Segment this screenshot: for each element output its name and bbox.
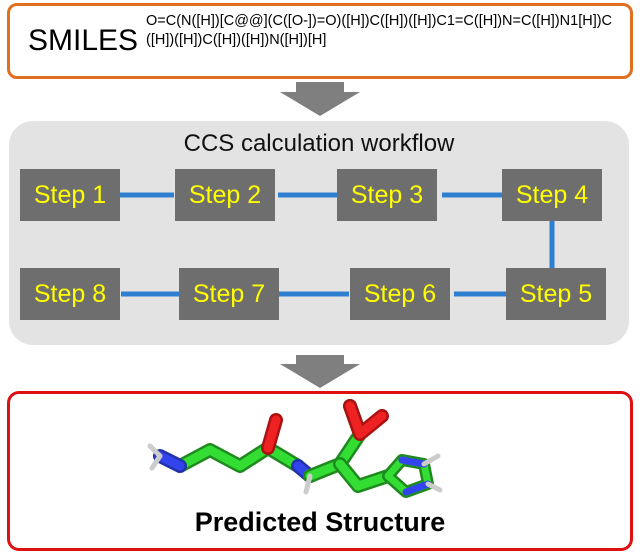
step-5-box: Step 5 — [506, 268, 606, 320]
smiles-string: O=C(N([H])[C@@](C([O-])=O)([H])C([H])([H… — [146, 13, 613, 48]
step-3-box: Step 3 — [337, 169, 437, 221]
predicted-structure-title: Predicted Structure — [194, 507, 446, 537]
step-connectors — [120, 192, 555, 297]
smiles-input-box: SMILES O=C(N([H])[C@@](C([O-])=O)([H])C(… — [7, 3, 633, 79]
workflow-panel: CCS calculation workflow Step 1 Step 2 S… — [9, 121, 629, 345]
step-4-box: Step 4 — [502, 169, 602, 221]
step-6-box: Step 6 — [350, 268, 450, 320]
predicted-structure-box: Predicted Structure — [7, 391, 633, 551]
workflow-title: CCS calculation workflow — [183, 130, 455, 157]
step-1-box: Step 1 — [20, 169, 120, 221]
step-8-box: Step 8 — [20, 268, 120, 320]
molecule-structure-image — [147, 399, 443, 498]
smiles-label: SMILES — [28, 24, 139, 57]
step-7-box: Step 7 — [179, 268, 279, 320]
step-2-box: Step 2 — [175, 169, 275, 221]
